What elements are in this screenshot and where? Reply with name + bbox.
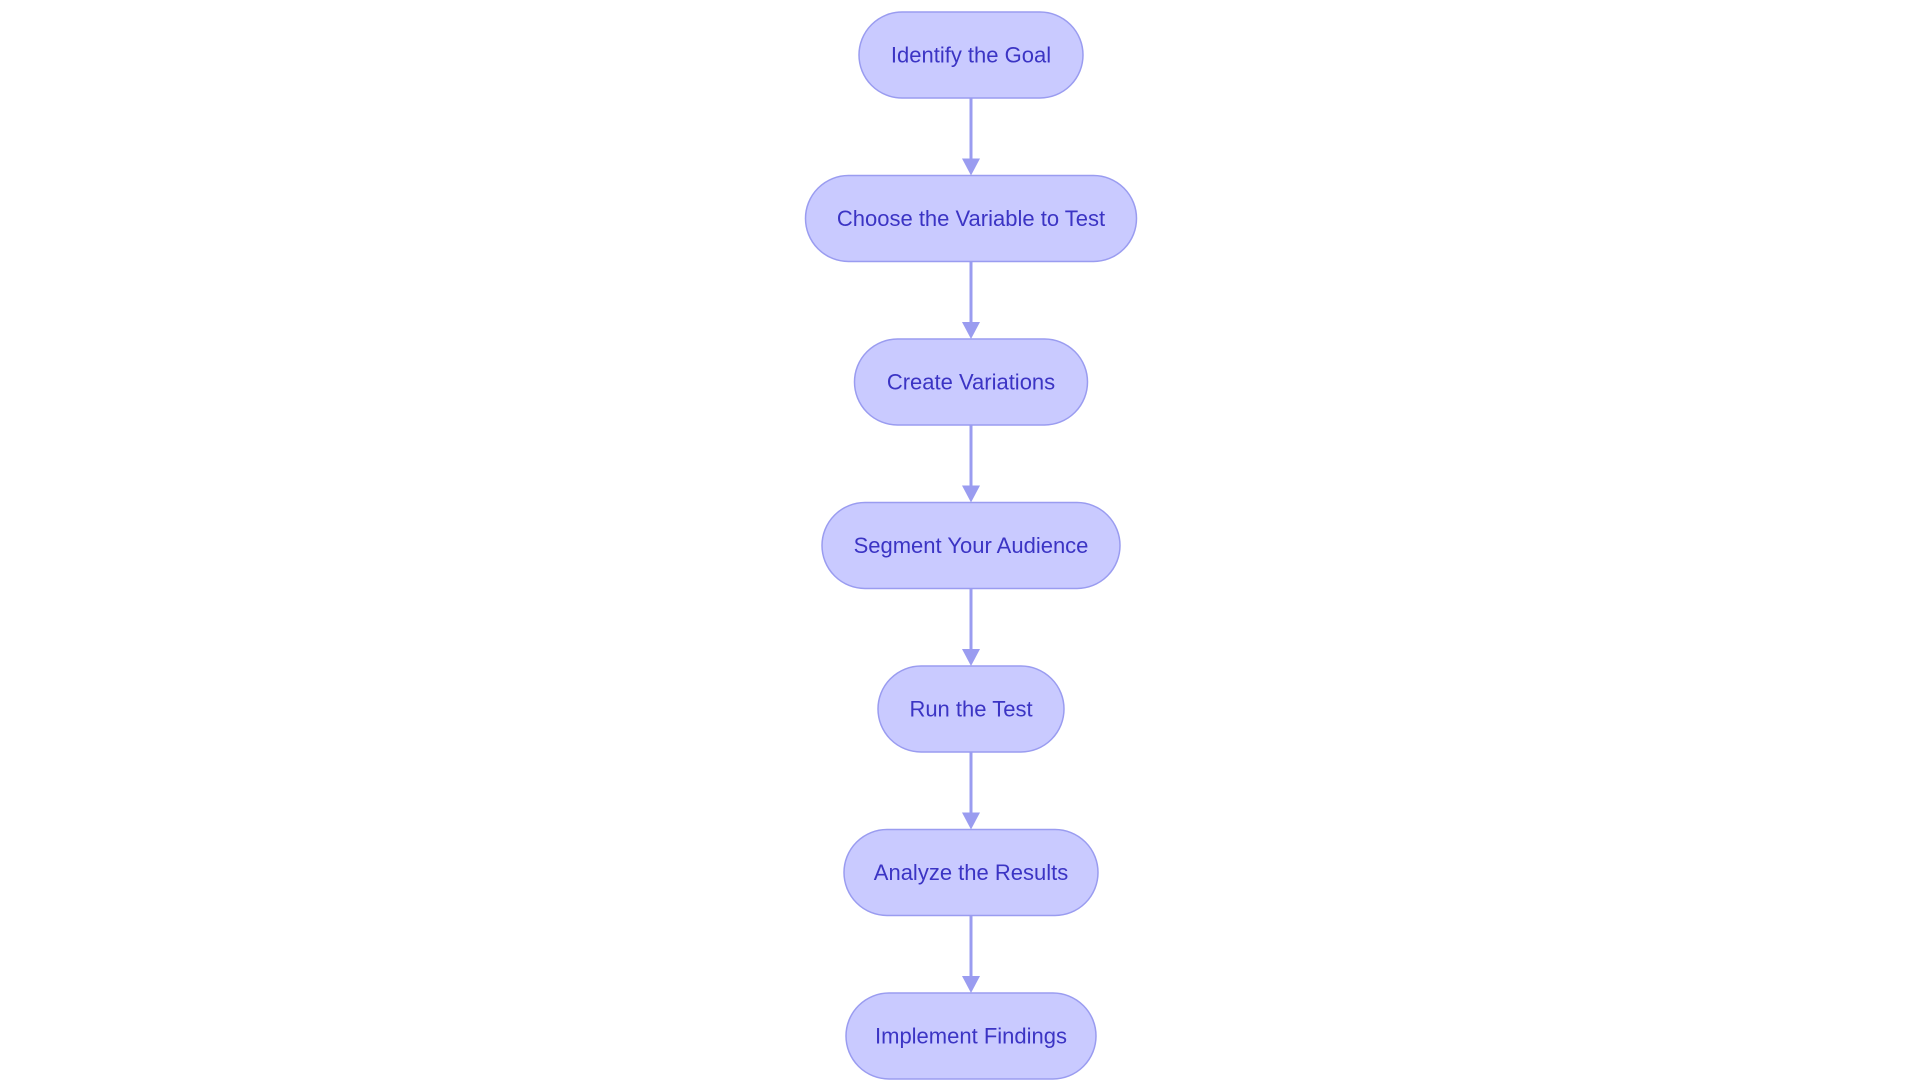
arrow-head-icon (962, 976, 980, 993)
flow-node-label: Choose the Variable to Test (837, 206, 1105, 231)
flow-node-label: Create Variations (887, 370, 1055, 395)
arrow-head-icon (962, 322, 980, 339)
flow-node-segment: Segment Your Audience (821, 501, 1121, 590)
flow-node-variable: Choose the Variable to Test (804, 174, 1138, 263)
flow-node-shape (853, 338, 1089, 426)
flow-node-variations: Create Variations (853, 338, 1089, 426)
flow-edge-segment-to-run (962, 588, 980, 666)
flow-node-label: Segment Your Audience (854, 533, 1089, 558)
flow-edge-run-to-analyze (962, 752, 980, 830)
flow-edge-analyze-to-implement (962, 915, 980, 993)
arrow-head-icon (962, 158, 980, 176)
flow-node-label: Run the Test (909, 697, 1032, 722)
flow-node-shape (843, 828, 1099, 917)
flow-node-shape (804, 174, 1138, 263)
arrow-head-icon (962, 812, 980, 830)
flow-node-run: Run the Test (877, 665, 1065, 753)
arrow-head-icon (962, 649, 980, 666)
flow-node-analyze: Analyze the Results (843, 828, 1099, 917)
flow-edge-goal-to-variable (962, 98, 980, 176)
flow-node-label: Analyze the Results (874, 860, 1068, 885)
flow-node-implement: Implement Findings (845, 992, 1097, 1080)
flow-edge-variable-to-variations (962, 261, 980, 339)
flow-node-shape (821, 501, 1121, 590)
flow-node-shape (858, 11, 1084, 99)
flow-node-label: Identify the Goal (891, 43, 1051, 68)
flow-node-goal: Identify the Goal (858, 11, 1084, 99)
edges-layer (962, 98, 980, 993)
flow-node-shape (877, 665, 1065, 753)
arrow-head-icon (962, 485, 980, 503)
flow-edge-variations-to-segment (962, 425, 980, 503)
flow-node-shape (845, 992, 1097, 1080)
flow-node-label: Implement Findings (875, 1024, 1067, 1049)
